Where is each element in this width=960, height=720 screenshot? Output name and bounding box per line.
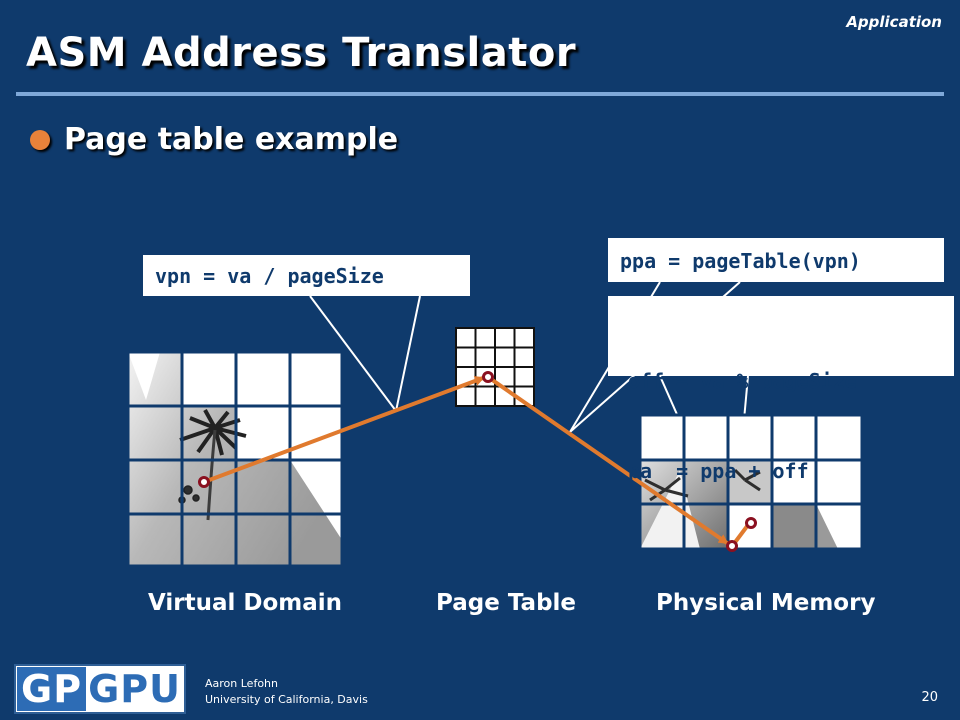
arrow-table-to-physical [486,375,729,545]
bullet-dot [30,129,50,150]
ppa-formula-box: ppa = pageTable(vpn) [608,238,944,282]
page-title: ASM Address Translator [26,30,577,76]
virtual-address-point [198,476,210,488]
page-number: 20 [921,690,938,705]
page-table-grid [455,327,535,407]
logo-mark: GP [17,667,87,711]
page-table-entry-point [482,371,494,383]
offset-formula-line: off = va % pageSize [628,369,857,393]
arrow-va-to-table [203,376,485,484]
physical-page-point [726,540,738,552]
author-name: Aaron Lefohn [205,677,278,690]
page-table-label: Page Table [436,590,577,616]
palm-tree-icon [178,409,247,521]
physical-address-formula-line: pa = ppa + off [628,459,809,483]
bullet-text: Page table example [64,122,399,157]
physical-memory-label: Physical Memory [656,590,876,616]
vpn-formula-box: vpn = va / pageSize [143,255,470,296]
palm-fragment-icon [644,468,761,502]
logo-mark-2: GPU [88,667,181,711]
section-label: Application [846,13,942,31]
bullet-row: Page table example [30,122,398,157]
footer-credit: Aaron Lefohn University of California, D… [205,676,368,708]
virtual-domain-grid [126,350,344,568]
title-rule [16,92,944,96]
callout-vpn [309,295,421,412]
physical-address-point [745,517,757,529]
offset-formula-box: off = va % pageSize pa = ppa + off [608,296,954,483]
author-affiliation: University of California, Davis [205,693,368,706]
virtual-domain-label: Virtual Domain [148,590,343,616]
